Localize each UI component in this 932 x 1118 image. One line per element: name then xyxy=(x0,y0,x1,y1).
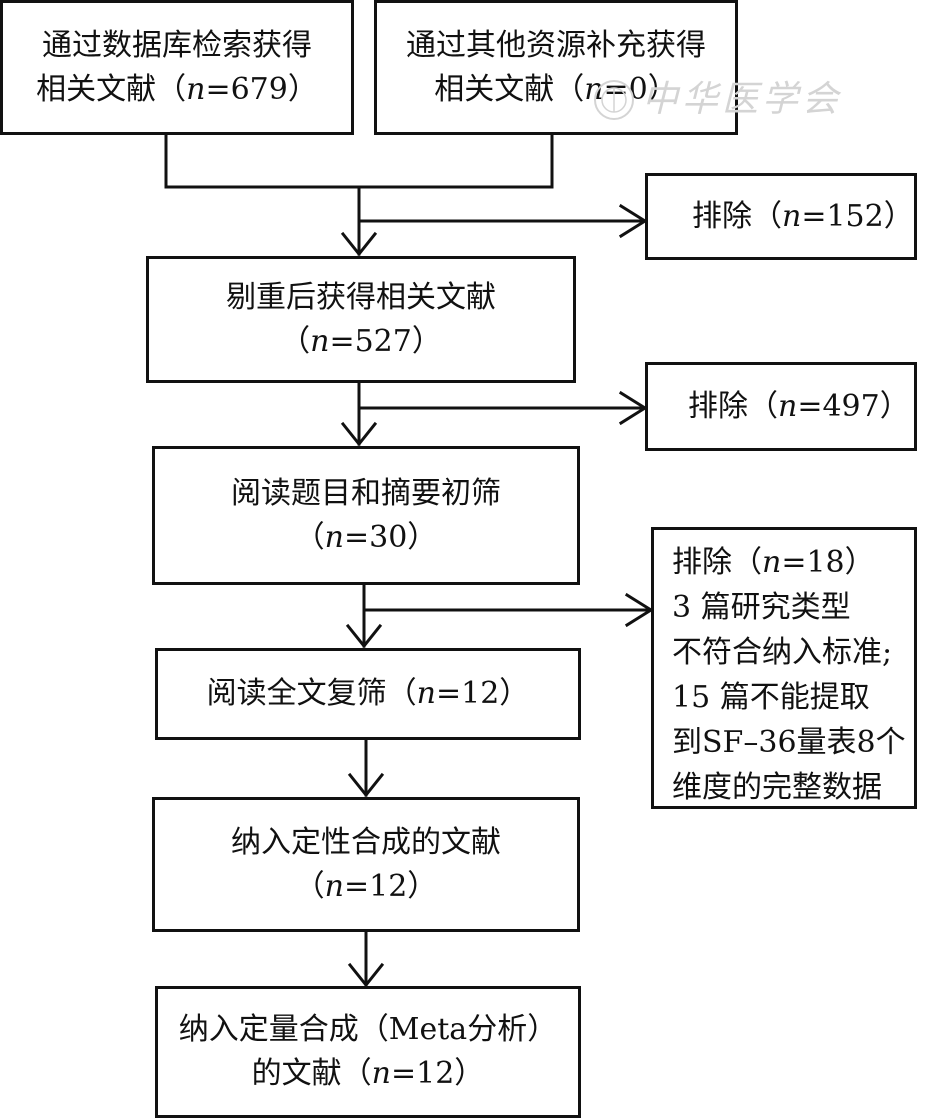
other-sources-box: 通过其他资源补充获得 相关文献（n=0） xyxy=(374,0,738,135)
other-sources-line2: 相关文献（n=0） xyxy=(434,68,678,112)
arrowhead-to-title-abstract xyxy=(340,421,378,447)
title-abstract-line2-prefix: （ xyxy=(294,519,325,555)
quantitative-box: 纳入定量合成（Meta分析） 的文献（n=12） xyxy=(155,986,581,1118)
exclusion-2-prefix: 排除（ xyxy=(688,388,778,424)
title-abstract-n: n xyxy=(324,519,344,555)
database-search-count: =679） xyxy=(205,71,318,107)
qualitative-line2: （n=12） xyxy=(295,865,438,909)
database-search-line2-prefix: 相关文献（ xyxy=(36,71,187,107)
exclusion-2-n: n xyxy=(778,388,798,424)
exclusion-3-reason-line: 不符合纳入标准; xyxy=(672,635,893,670)
fulltext-line1: 阅读全文复筛（n=12） xyxy=(207,672,530,716)
exclusion-2-text: 排除（n=497） xyxy=(688,385,910,429)
other-sources-count: =0） xyxy=(603,71,678,107)
arrowhead-to-dedup xyxy=(340,231,378,257)
dedup-line2-prefix: （ xyxy=(280,323,311,359)
exclusion-3-header: 排除（n=18） xyxy=(672,540,875,585)
exclusion-1-n: n xyxy=(782,198,802,234)
fulltext-prefix: 阅读全文复筛（ xyxy=(206,676,417,711)
database-search-line1: 通过数据库检索获得 xyxy=(42,27,312,63)
title-abstract-count: =30） xyxy=(344,519,438,555)
exclusion-3-reason-line: 到SF–36量表8个 xyxy=(672,725,906,760)
other-sources-line1: 通过其他资源补充获得 xyxy=(406,27,706,63)
title-abstract-line1: 阅读题目和摘要初筛 xyxy=(231,475,501,511)
other-sources-line2-prefix: 相关文献（ xyxy=(434,71,585,107)
exclusion-3-count: =18） xyxy=(781,545,875,580)
fulltext-n: n xyxy=(416,676,436,711)
database-search-box: 通过数据库检索获得 相关文献（n=679） xyxy=(0,0,354,135)
dedup-line2: （n=527） xyxy=(280,320,442,364)
dedup-n: n xyxy=(310,323,330,359)
exclusion-3-n: n xyxy=(762,545,782,580)
seal-icon xyxy=(594,80,634,120)
fulltext-count: =12） xyxy=(436,676,530,711)
exclusion-3-reason-line: 15 篇不能提取 xyxy=(672,680,870,715)
database-search-line2: 相关文献（n=679） xyxy=(36,68,318,112)
arrowhead-to-qualitative xyxy=(347,772,385,798)
arrowhead-to-quantitative xyxy=(347,962,385,988)
title-abstract-line2: （n=30） xyxy=(295,516,438,560)
qualitative-count: =12） xyxy=(344,868,438,904)
exclusion-box-3: 排除（n=18） 3 篇研究类型 不符合纳入标准; 15 篇不能提取 到SF–3… xyxy=(651,527,917,809)
qualitative-n: n xyxy=(324,868,344,904)
dedup-box: 剔重后获得相关文献 （n=527） xyxy=(146,256,576,383)
exclusion-3-reason-line: 维度的完整数据 xyxy=(672,770,882,805)
exclusion-1-prefix: 排除（ xyxy=(692,198,782,234)
title-abstract-box: 阅读题目和摘要初筛 （n=30） xyxy=(152,446,580,585)
dedup-count: =527） xyxy=(329,323,442,359)
quantitative-line1: 纳入定量合成（Meta分析） xyxy=(178,1012,558,1047)
exclusion-3-reason-line: 3 篇研究类型 xyxy=(672,590,851,625)
quantitative-line2-prefix: 的文献（ xyxy=(251,1056,372,1091)
exclusion-box-2: 排除（n=497） xyxy=(645,362,917,451)
dedup-line1: 剔重后获得相关文献 xyxy=(226,279,496,315)
fulltext-box: 阅读全文复筛（n=12） xyxy=(155,648,581,740)
qualitative-box: 纳入定性合成的文献 （n=12） xyxy=(152,797,580,932)
exclusion-3-prefix: 排除（ xyxy=(672,545,762,580)
quantitative-count: =12） xyxy=(391,1056,485,1091)
qualitative-line1: 纳入定性合成的文献 xyxy=(231,824,501,860)
quantitative-line2: 的文献（n=12） xyxy=(252,1052,485,1096)
qualitative-line2-prefix: （ xyxy=(294,868,325,904)
exclusion-1-text: 排除（n=152） xyxy=(692,195,914,239)
other-sources-n: n xyxy=(584,71,604,107)
exclusion-1-count: =152） xyxy=(801,198,914,234)
watermark-text: 中华医学会 xyxy=(642,79,843,120)
database-search-n: n xyxy=(186,71,206,107)
exclusion-2-count: =497） xyxy=(797,388,910,424)
arrowhead-to-fulltext xyxy=(345,623,383,649)
exclusion-box-1: 排除（n=152） xyxy=(645,173,917,260)
quantitative-n: n xyxy=(371,1056,391,1091)
watermark: 中华医学会 xyxy=(592,70,882,130)
